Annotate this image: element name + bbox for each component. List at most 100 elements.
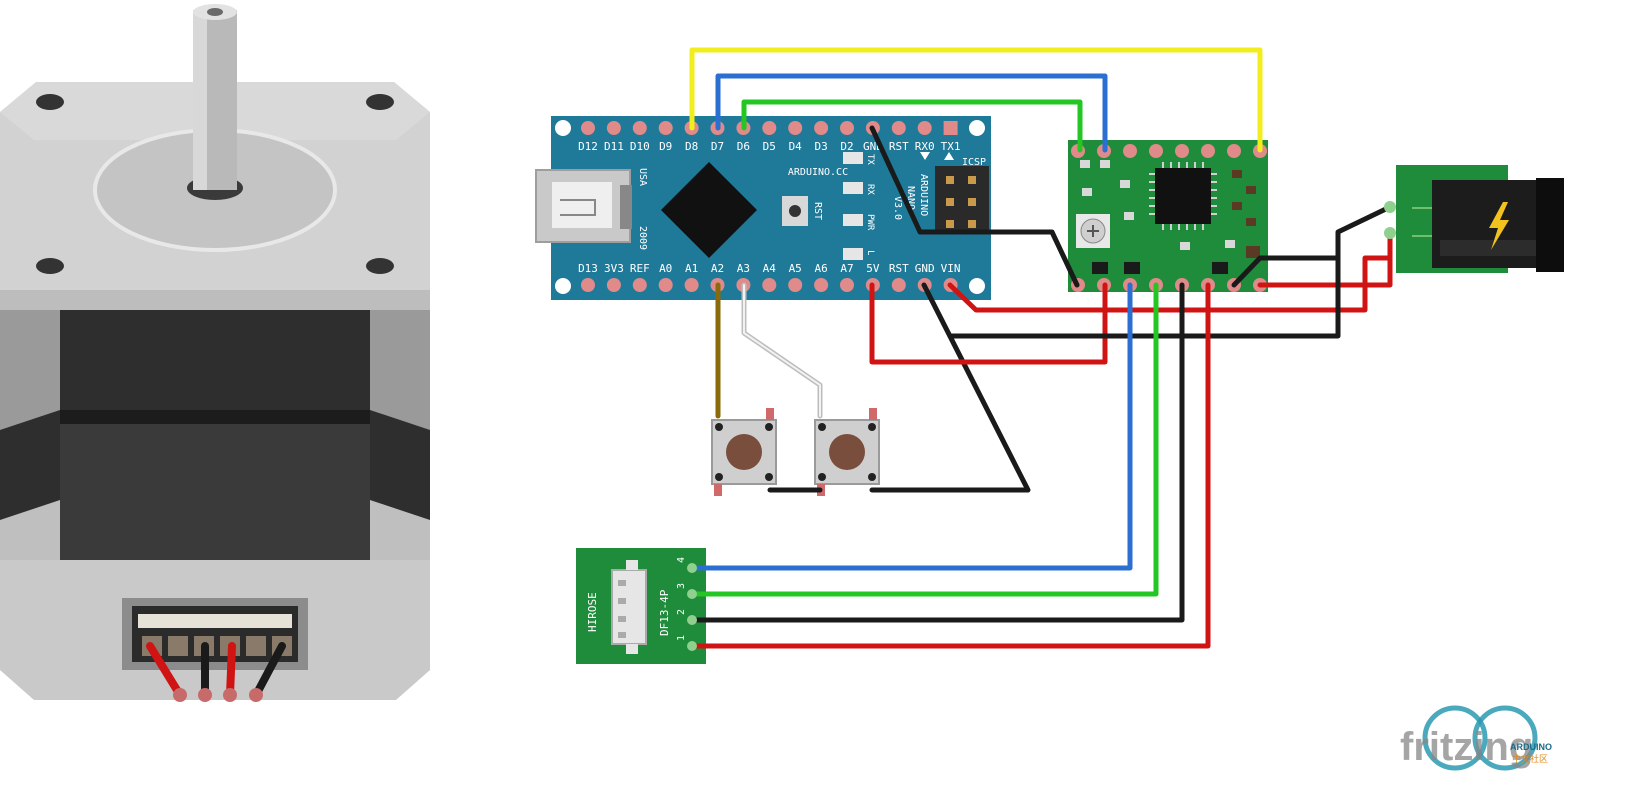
wire-black-driver-gnd[interactable] [1231,255,1341,288]
wire-black-gnd-top[interactable] [869,125,1080,288]
hirose-pin-pad[interactable] [687,589,697,599]
arduino-pin-d3[interactable] [814,121,829,135]
arduino-pin-label: D12 [578,140,598,153]
arduino-pin-d2[interactable] [840,121,854,135]
community-badge: 中文社区 [1512,753,1548,765]
arduino-pin-ref[interactable] [632,278,647,292]
arduino-version-label: V3.0 [892,196,903,220]
arduino-pin-label: 5V [866,262,880,275]
hirose-pin-4: 4 [676,557,687,563]
hirose-brand-label: HIROSE [586,592,599,632]
stepper-motor [0,4,430,702]
year-label: 2009 [637,226,648,250]
driver-top-pin[interactable] [1149,144,1163,158]
arduino-pin-label: VIN [941,262,961,275]
driver-top-header [1071,144,1267,158]
wire-white-a3[interactable] [741,282,823,419]
arduino-pin-a6[interactable] [814,278,829,292]
arduino-pin-d9[interactable] [658,121,673,135]
arduino-pin-a0[interactable] [658,278,673,292]
driver-top-pin[interactable] [1175,144,1189,158]
arduino-pin-label: REF [630,262,650,275]
push-button-1[interactable] [711,419,777,485]
wire-black-gnd-buttons[interactable] [869,282,1031,493]
arduino-pin-a1[interactable] [684,278,699,292]
arduino-pin-label: D2 [840,140,853,153]
wiring [689,47,1393,649]
hirose-pin-pad[interactable] [687,563,697,573]
icsp-label: ICSP [962,157,986,168]
arduino-pin-label: A2 [711,262,724,275]
led-label-rx: RX [865,184,875,195]
hirose-pin-3: 3 [676,583,687,589]
fritzing-wordmark: fritzing [1400,725,1533,769]
hirose-pin-pad[interactable] [687,615,697,625]
arduino-pin-label: TX1 [941,140,961,153]
arduino-pin-label: RX0 [915,140,935,153]
arduino-pin-label: D7 [711,140,724,153]
hirose-pin-pad[interactable] [687,641,697,651]
arduino-pin-label: D6 [737,140,750,153]
arduino-pin-rst[interactable] [891,121,906,135]
wire-blue-d7[interactable] [715,73,1108,153]
arduino-model-label: NANO [905,186,916,210]
stepper-driver-board [1068,140,1268,292]
arduino-pin-d5[interactable] [762,121,777,135]
arduino-pin-label: A6 [814,262,827,275]
arduino-nano-board: ARDUINO.CC RST ICSP USA 2009 ARDUINO NAN… [535,116,991,300]
arduino-pin-a4[interactable] [762,278,777,292]
arduino-pin-label: D3 [814,140,827,153]
arduino-pin-label: A3 [737,262,750,275]
arduino-name-label: ARDUINO [918,174,929,216]
arduino-badge: ARDUINO [1510,742,1552,752]
arduino-pin-label: D4 [789,140,803,153]
arduino-pin-a7[interactable] [840,278,854,292]
arduino-pin-a5[interactable] [788,278,803,292]
wire-blue-motor-4[interactable] [689,282,1133,571]
arduino-pin-d12[interactable] [581,121,595,135]
wire-white-a3-core [743,284,821,417]
wire-black-motor-2[interactable] [689,282,1185,623]
arduino-pin-label: 3V3 [604,262,624,275]
arduino-pin-rst[interactable] [891,278,906,292]
arduino-pin-label: D5 [763,140,776,153]
arduino-brand-label: ARDUINO.CC [788,167,848,178]
arduino-pin-label: D8 [685,140,698,153]
wire-black-power-gnd[interactable] [947,204,1393,339]
arduino-pin-rx0[interactable] [917,121,932,135]
arduino-pin-label: A0 [659,262,672,275]
arduino-pin-label: RST [889,140,909,153]
arduino-pin-d13[interactable] [581,278,595,292]
arduino-pin-d4[interactable] [788,121,803,135]
wire-red-vmot[interactable] [1257,230,1393,288]
arduino-pin-d10[interactable] [632,121,647,135]
driver-top-pin[interactable] [1201,144,1215,158]
wire-green-motor-3[interactable] [689,282,1159,597]
arduino-pin-label: A7 [840,262,853,275]
wire-yellow-d8[interactable] [689,47,1263,153]
wire-green-d6[interactable] [741,99,1083,153]
fritzing-logo: fritzing ARDUINO 中文社区 [1400,705,1552,771]
arduino-pin-tx1[interactable] [943,121,958,135]
jack-pin-gnd[interactable] [1384,201,1396,213]
wire-red-motor-1[interactable] [689,282,1211,649]
arduino-pin-3v3[interactable] [606,278,621,292]
arduino-pin-label: D13 [578,262,598,275]
jack-pin-vin[interactable] [1384,227,1396,239]
wire-red-5v[interactable] [869,282,1108,365]
driver-top-pin[interactable] [1123,144,1137,158]
hirose-pin-2: 2 [676,609,687,615]
country-label: USA [637,168,648,186]
driver-top-pin[interactable] [1227,144,1241,158]
hirose-model-label: DF13-4P [658,589,671,636]
arduino-pin-d11[interactable] [606,121,621,135]
arduino-pin-label: D10 [630,140,650,153]
led-label-tx: TX [865,154,875,165]
rst-button-label: RST [812,202,823,220]
push-button-2[interactable] [814,419,880,485]
led-label-l: L [865,250,875,255]
arduino-pin-label: D11 [604,140,624,153]
hirose-connector-board: HIROSE DF13-4P 4 3 2 1 [576,548,706,664]
